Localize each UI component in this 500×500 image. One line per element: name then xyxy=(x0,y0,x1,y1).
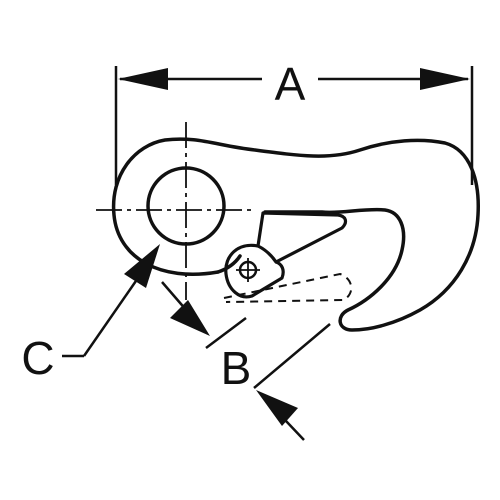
eye-lower-edge xyxy=(216,254,242,274)
arrowhead-a-right xyxy=(420,68,470,90)
extension-line-b-upper xyxy=(205,317,247,349)
dimension-label-c: C xyxy=(21,332,54,384)
dimension-c: C xyxy=(21,244,160,384)
gate-outline xyxy=(256,211,348,264)
spring-gate xyxy=(224,211,348,299)
dimension-b: B xyxy=(161,281,331,441)
dimension-label-a: A xyxy=(275,58,306,110)
arrowhead-b-lower xyxy=(256,390,298,426)
gate-pivot-body xyxy=(224,243,285,299)
extension-line-b-lower xyxy=(253,323,331,389)
leader-line-c xyxy=(82,277,140,357)
arrowhead-c xyxy=(124,244,160,288)
arrowhead-a-left xyxy=(118,68,168,90)
arrowhead-b-upper xyxy=(170,300,210,336)
eye-centerlines xyxy=(96,122,252,300)
dimension-a: A xyxy=(114,58,474,185)
pivot-pin xyxy=(236,258,260,282)
hook-outline xyxy=(111,137,480,332)
gate-hidden-outline xyxy=(223,272,353,303)
dimension-label-b: B xyxy=(221,342,252,394)
